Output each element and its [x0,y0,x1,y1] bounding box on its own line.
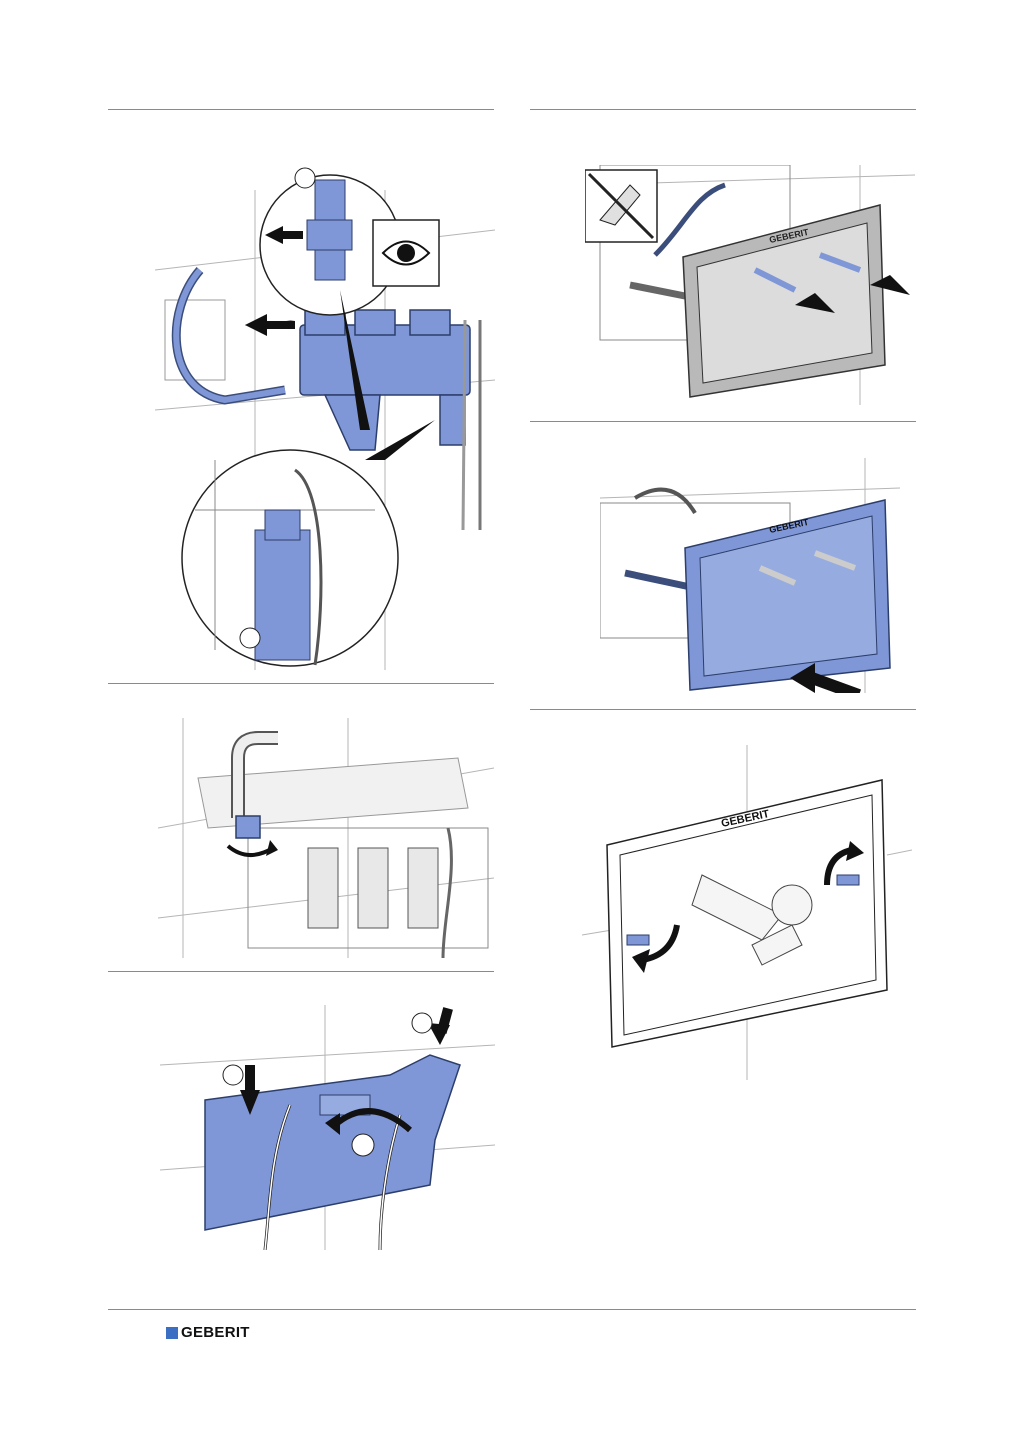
step-tighten-nut-illustration [158,718,494,958]
divider-top-left [108,109,494,110]
step-lock-levers-illustration: GEBERIT [582,745,912,1080]
cover-plate [204,1054,461,1231]
no-knife-icon [585,169,658,243]
divider-bottom [108,1309,916,1310]
brand-square-icon [166,1326,178,1339]
footer-brand-logo: GEBERIT [166,1324,250,1341]
step-fit-cover-illustration [160,1005,495,1250]
press-down-arrow-icon [240,1007,453,1115]
step-insert-frame-illustration: GEBERIT [600,458,900,693]
mounting-frame-blue [684,499,891,691]
callout-2-marker [351,1133,375,1157]
pull-arrow-icon [795,293,835,313]
rotate-arrow-icon [632,841,864,973]
footer-logo-text: GEBERIT [181,1324,250,1341]
mounting-frame-grey [682,204,886,398]
eye-icon [372,219,440,287]
divider-top-right [530,109,916,110]
divider-left-1 [108,683,494,684]
lever-right [836,874,860,886]
step-connect-valves-illustration [155,150,495,670]
rotate-arrow-icon [325,1108,412,1135]
lever-left [626,934,650,946]
step-cut-tubes-illustration: GEBERIT [585,165,915,405]
callout-1-marker [222,1064,244,1086]
callout-1-marker [294,167,316,189]
rotate-arrow-icon [226,840,278,857]
divider-right-1 [530,421,916,422]
valve-block [299,309,471,451]
callout-2-marker [239,627,261,649]
push-arrow-icon [790,663,815,693]
nut [235,815,261,839]
divider-right-2 [530,709,916,710]
callout-1-marker [411,1012,433,1034]
divider-left-2 [108,971,494,972]
